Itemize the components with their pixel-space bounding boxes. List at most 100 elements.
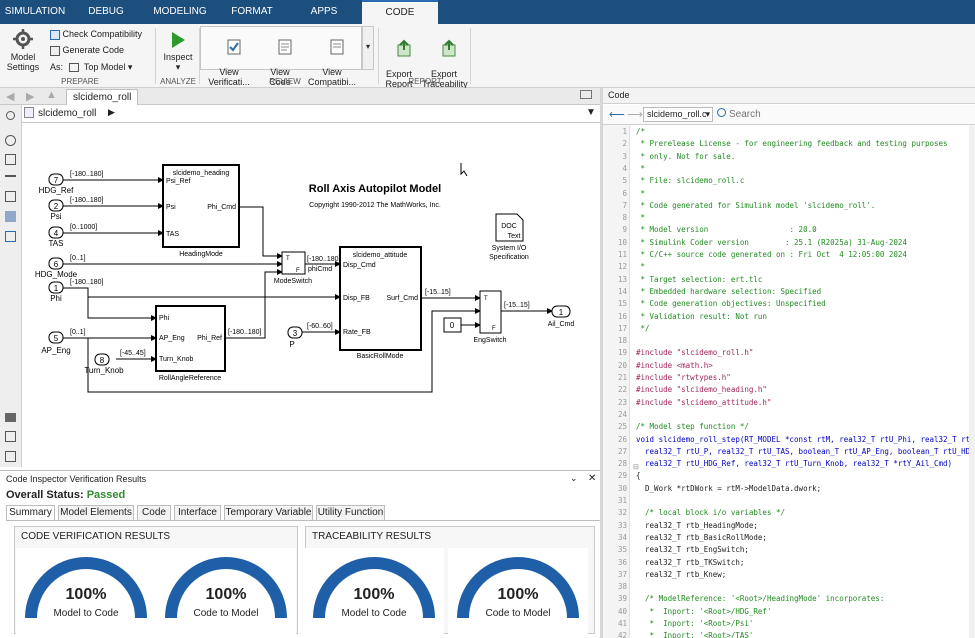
code-line: * Prerelease License - for engineering f…: [636, 138, 948, 150]
inport-label: Phi: [50, 294, 62, 303]
tab-summary[interactable]: Summary: [6, 505, 55, 521]
image-icon[interactable]: [5, 211, 16, 222]
forward-icon[interactable]: ▶: [26, 90, 34, 103]
explorer-icon[interactable]: [5, 451, 16, 462]
line-number: 14: [603, 286, 627, 298]
tab-debug[interactable]: DEBUG: [70, 0, 142, 24]
inspect-button[interactable]: Inspect ▾: [160, 30, 196, 72]
signal-line: [63, 288, 340, 297]
doc-text-label: Text: [508, 233, 521, 240]
constant-block[interactable]: 0: [444, 318, 461, 332]
code-toolbar: ⟵ ⟶ slcidemo_roll.c▾: [603, 105, 975, 125]
inport-phi[interactable]: 1Phi[-180..180]: [49, 279, 104, 303]
code-line: real32_T rtb_Knew;: [636, 569, 726, 581]
forward-icon[interactable]: ⟶: [627, 108, 643, 121]
gallery-expand-button[interactable]: ▾: [362, 26, 374, 70]
inport-hdg-ref[interactable]: 7HDG_Ref[-180..180]: [39, 171, 104, 195]
chevron-down-icon[interactable]: ▼: [586, 107, 596, 118]
code-line: * Inport: '<Root>/HDG_Ref': [636, 606, 771, 618]
roll-angle-reference-block[interactable]: Phi AP_Eng Turn_Knob Phi_Ref RollAngleRe…: [156, 306, 262, 382]
hide-panel-icon[interactable]: [580, 90, 592, 99]
model-tab[interactable]: slcidemo_roll: [66, 89, 138, 105]
signal-label: [0..1000]: [70, 224, 97, 231]
fit-view-icon[interactable]: [5, 154, 16, 165]
heading-mode-block[interactable]: slcidemo_heading Psi_Ref Psi TAS Phi_Cmd…: [163, 165, 239, 258]
panel-menu-icon[interactable]: ⌄: [570, 473, 578, 484]
up-icon[interactable]: ▲: [46, 89, 57, 101]
eng-switch-block[interactable]: T F EngSwitch [-15..15] [-15..15]: [425, 289, 530, 344]
outport-ail-cmd[interactable]: 1Ail_Cmd: [548, 306, 575, 328]
code-line: real32_T rtU_HDG_Ref, real32_T rtU_Turn_…: [636, 458, 952, 470]
port-label: Turn_Knob: [159, 356, 193, 363]
verification-report-icon: [226, 39, 242, 55]
switch-false-label: F: [296, 268, 300, 274]
model-canvas[interactable]: 7HDG_Ref[-180..180] 2Psi[-180..180] 4TAS…: [22, 124, 600, 467]
inport-psi[interactable]: 2Psi[-180..180]: [49, 197, 104, 221]
chevron-right-icon[interactable]: ▶: [108, 107, 115, 118]
code-line: * Model version : 20.0: [636, 224, 817, 236]
close-icon[interactable]: ✕: [588, 473, 596, 484]
port-label: AP_Eng: [159, 335, 185, 342]
tab-code-inspector[interactable]: CODE INSPECTOR✕: [362, 0, 438, 24]
breadcrumb: slcidemo_roll ▶ ▼: [22, 105, 600, 123]
inport-label: P: [289, 340, 294, 349]
inport-number: 7: [54, 176, 59, 185]
top-model-dropdown[interactable]: As: Top Model ▾: [50, 62, 132, 72]
code-pane-header: Code: [603, 88, 975, 104]
check-compatibility-button[interactable]: Check Compatibility: [50, 29, 142, 40]
file-select[interactable]: slcidemo_roll.c▾: [643, 107, 713, 122]
tab-apps[interactable]: APPS: [286, 0, 362, 24]
tab-format[interactable]: FORMAT: [218, 0, 286, 24]
tab-temporary-variable[interactable]: Temporary Variable: [224, 505, 313, 520]
breadcrumb-model[interactable]: slcidemo_roll: [38, 108, 96, 119]
zoom-icon[interactable]: [5, 135, 16, 146]
area-icon[interactable]: [5, 231, 16, 242]
inport-hdg-mode[interactable]: 6HDG_Mode[0..1]: [35, 255, 86, 279]
tab-modeling[interactable]: MODELING: [142, 0, 218, 24]
code-view[interactable]: 1234567891011121314151617181920212223242…: [603, 125, 975, 638]
tab-model-elements[interactable]: Model Elements: [58, 505, 134, 520]
chevron-down-icon: ▾: [366, 42, 370, 51]
annotation-icon[interactable]: [5, 191, 16, 202]
hide-show-icon[interactable]: [6, 111, 15, 120]
back-icon[interactable]: ⟵: [609, 108, 625, 121]
line-number: 27: [603, 446, 627, 458]
port-label: Disp_Cmd: [343, 262, 376, 269]
inport-p[interactable]: 3P[-60..60]: [288, 323, 333, 349]
card-title: TRACEABILITY RESULTS: [306, 527, 594, 546]
line-number: 7: [603, 200, 627, 212]
chevron-down-icon: ▾: [128, 62, 133, 72]
line-number: 19: [603, 347, 627, 359]
back-icon[interactable]: ◀: [6, 90, 14, 103]
block-title: slcidemo_heading: [173, 170, 230, 177]
line-number: 12: [603, 261, 627, 273]
tab-interface[interactable]: Interface: [174, 505, 221, 520]
inport-number: 1: [54, 284, 59, 293]
fold-icon[interactable]: ⊟: [633, 463, 639, 471]
line-number: 3: [603, 151, 627, 163]
code-line: /*: [636, 126, 645, 138]
tab-code[interactable]: Code: [137, 505, 171, 520]
inport-ap-eng[interactable]: 5AP_Eng[0..1]: [41, 329, 85, 355]
generate-code-button[interactable]: Generate Code: [50, 45, 124, 56]
basic-roll-mode-block[interactable]: slcidemo_attitude Disp_Cmd Disp_FB Rate_…: [340, 247, 421, 360]
mode-switch-block[interactable]: T F ModeSwitch [-180..180] phiCmd: [274, 252, 341, 285]
search-input[interactable]: [729, 107, 969, 122]
code-line: real32_T rtb_BasicRollMode;: [636, 532, 767, 544]
tab-utility-function[interactable]: Utility Function: [316, 505, 385, 520]
arrow-icon[interactable]: [5, 175, 16, 177]
line-number: 37: [603, 569, 627, 581]
camera-icon[interactable]: [5, 413, 16, 422]
gauge-label: Model to Code: [304, 608, 444, 619]
inport-turn-knob[interactable]: 8Turn_Knob[-45..45]: [84, 350, 145, 375]
doc-block[interactable]: DOC Text System I/O Specification: [489, 214, 529, 261]
inport-tas[interactable]: 4TAS[0..1000]: [49, 224, 98, 248]
tab-simulation[interactable]: SIMULATION: [0, 0, 70, 24]
line-number: 23: [603, 397, 627, 409]
code-line: /* Model step function */: [636, 421, 749, 433]
model-settings-button[interactable]: Model Settings: [4, 28, 42, 72]
constant-value: 0: [450, 321, 455, 330]
outport-label: Ail_Cmd: [548, 321, 575, 328]
property-icon[interactable]: [5, 431, 16, 442]
vertical-scrollbar[interactable]: [969, 125, 975, 638]
